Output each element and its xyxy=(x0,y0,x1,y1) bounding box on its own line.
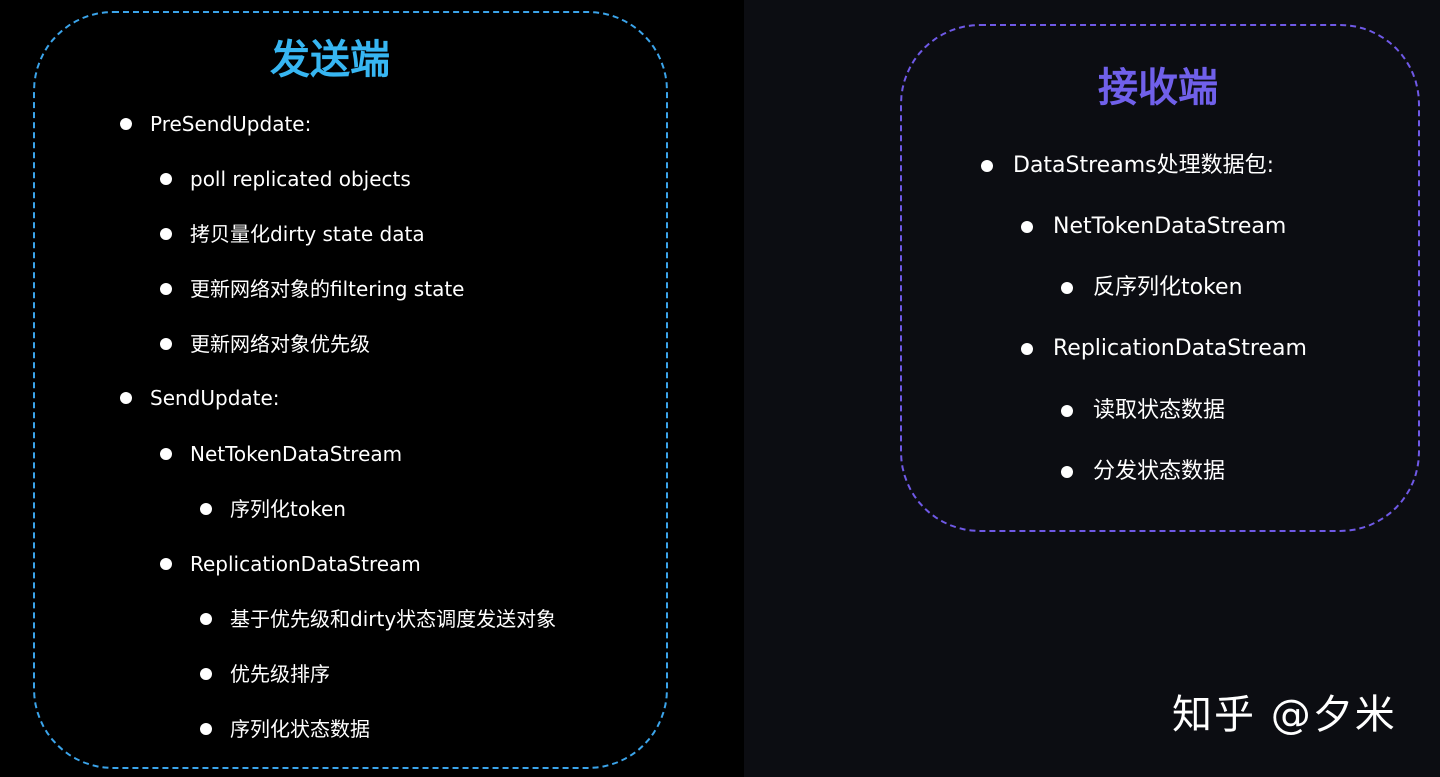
receiver-item-label: 读取状态数据 xyxy=(1093,398,1226,423)
receiver-item-label: 反序列化token xyxy=(1093,275,1243,300)
bullet-icon xyxy=(160,558,172,570)
receiver-item-label: NetTokenDataStream xyxy=(1053,214,1287,239)
bullet-icon xyxy=(1061,466,1073,478)
bullet-icon xyxy=(160,448,172,460)
bullet-icon xyxy=(120,392,132,404)
sender-item-label: poll replicated objects xyxy=(190,167,411,191)
zhihu-watermark: 知乎 @夕米 xyxy=(1172,692,1397,738)
bullet-icon xyxy=(160,173,172,185)
bullet-icon xyxy=(1061,405,1073,417)
bullet-icon xyxy=(1061,282,1073,294)
bullet-icon xyxy=(1021,221,1033,233)
bullet-icon xyxy=(200,613,212,625)
bullet-icon xyxy=(160,338,172,350)
sender-item-label: 基于优先级和dirty状态调度发送对象 xyxy=(230,607,557,631)
sender-item-label: 序列化token xyxy=(230,497,346,521)
sender-item-label: ReplicationDataStream xyxy=(190,552,421,576)
sender-item-label: SendUpdate: xyxy=(150,386,280,410)
receiver-title: 接收端 xyxy=(1098,65,1218,111)
sender-dashed-box xyxy=(33,11,668,769)
bullet-icon xyxy=(200,503,212,515)
sender-item-label: 更新网络对象优先级 xyxy=(190,332,370,356)
sender-item-label: 更新网络对象的filtering state xyxy=(190,277,465,301)
receiver-panel-background xyxy=(744,0,1440,777)
sender-item-label: 优先级排序 xyxy=(230,662,330,686)
bullet-icon xyxy=(200,723,212,735)
bullet-icon xyxy=(160,283,172,295)
bullet-icon xyxy=(120,118,132,130)
receiver-item-label: ReplicationDataStream xyxy=(1053,336,1307,361)
bullet-icon xyxy=(160,228,172,240)
sender-item-label: NetTokenDataStream xyxy=(190,442,403,466)
receiver-item-label: DataStreams处理数据包: xyxy=(1013,153,1275,178)
sender-item-label: PreSendUpdate: xyxy=(150,112,312,136)
sender-item-label: 拷贝量化dirty state data xyxy=(190,222,425,246)
bullet-icon xyxy=(1021,343,1033,355)
receiver-item-label: 分发状态数据 xyxy=(1093,459,1226,484)
receiver-dashed-box xyxy=(900,24,1420,532)
bullet-icon xyxy=(200,668,212,680)
bullet-icon xyxy=(981,160,993,172)
sender-item-label: 序列化状态数据 xyxy=(230,717,370,741)
sender-title: 发送端 xyxy=(270,37,390,83)
